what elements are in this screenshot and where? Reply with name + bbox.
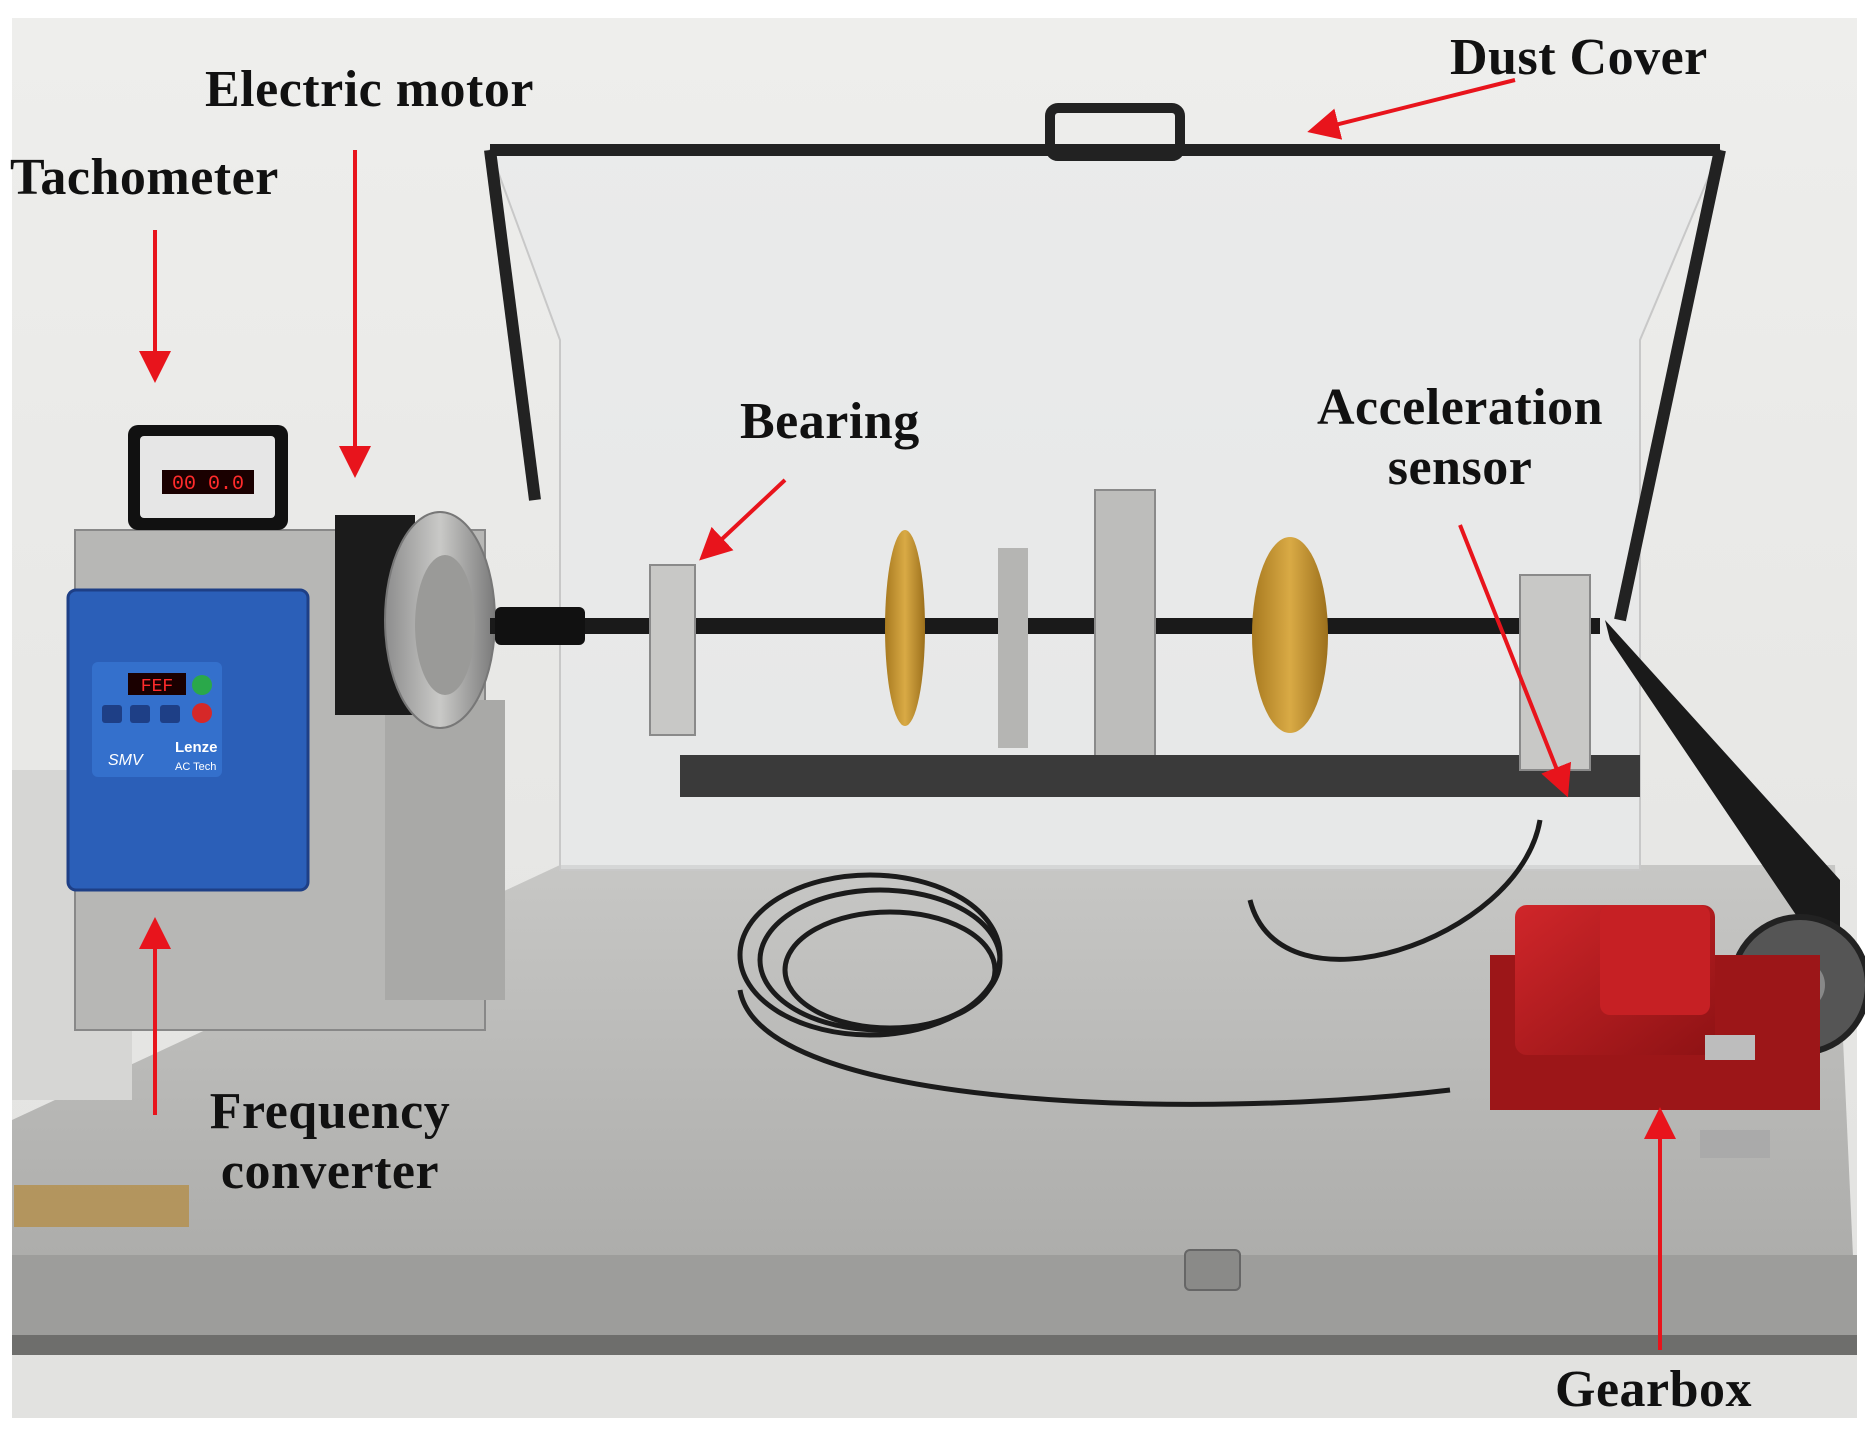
tachometer: 00 0.0 xyxy=(128,425,288,530)
annotation-arrows xyxy=(139,78,1676,1350)
support-rail xyxy=(680,755,1640,797)
arrow-bearing xyxy=(699,478,787,561)
arrow-acceleration-sensor xyxy=(1458,524,1572,798)
drive-readout: FEF xyxy=(141,677,173,697)
bearing-housing xyxy=(649,564,696,736)
label-gearbox: Gearbox xyxy=(1555,1361,1753,1418)
fault-fixture xyxy=(1094,489,1156,761)
label-electric-motor: Electric motor xyxy=(205,61,534,118)
middle-support xyxy=(998,548,1028,748)
drive-model-text: SMV xyxy=(108,752,144,769)
rotor-disks xyxy=(885,530,1328,733)
label-acceleration-line2: sensor xyxy=(1387,438,1533,496)
label-frequency-converter: Frequency converter xyxy=(185,1082,475,1202)
label-frequency-line1: Frequency xyxy=(209,1083,451,1140)
label-tachometer: Tachometer xyxy=(10,149,279,206)
drive-brand-text: Lenze xyxy=(175,739,218,756)
label-acceleration-sensor: Acceleration sensor xyxy=(1290,378,1630,498)
drive-sub-brand-text: AC Tech xyxy=(175,761,216,773)
arrow-dust-cover xyxy=(1307,78,1516,140)
label-dust-cover: Dust Cover xyxy=(1450,29,1708,86)
label-bearing: Bearing xyxy=(740,393,920,450)
cable-coil xyxy=(737,819,1543,1107)
tachometer-readout: 00 0.0 xyxy=(172,473,244,496)
label-acceleration-line1: Acceleration xyxy=(1316,379,1604,436)
frequency-converter: FEF SMV Lenze AC Tech xyxy=(66,588,310,892)
right-bearing-housing xyxy=(1519,574,1591,771)
gearbox xyxy=(1490,905,1820,1158)
label-frequency-line2: converter xyxy=(220,1142,440,1200)
